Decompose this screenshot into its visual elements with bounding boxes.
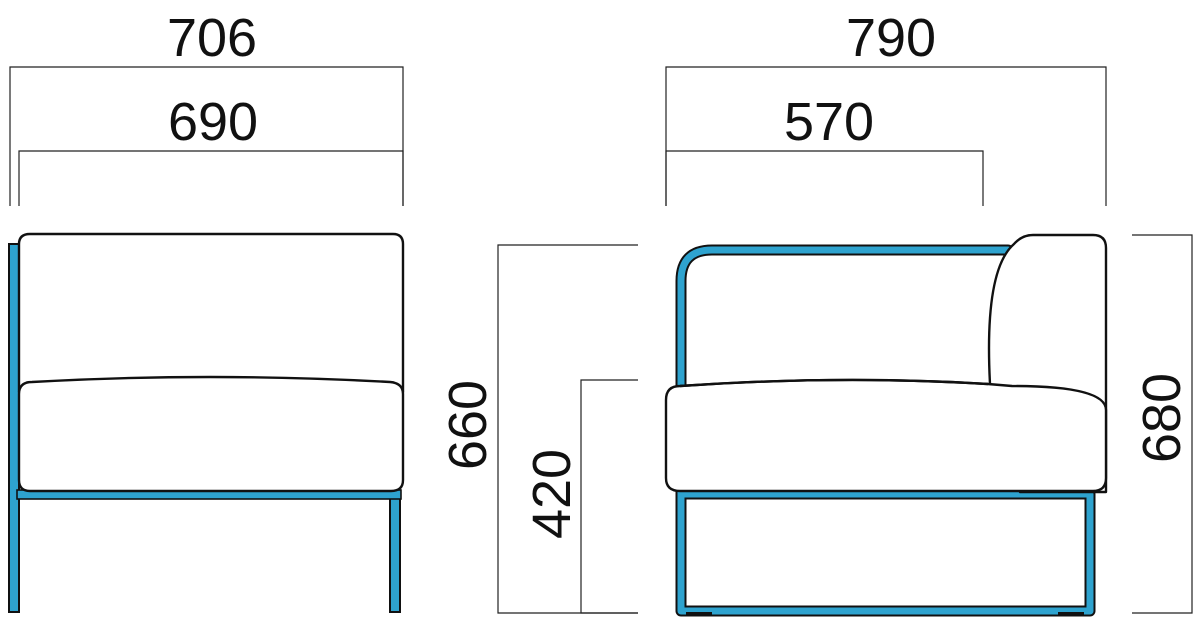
side-total-height-left-bracket	[497, 244, 638, 614]
side-total-height-right-bracket	[1132, 234, 1193, 614]
side-total-height-left-dimension: 660	[438, 244, 638, 614]
side-overall-depth-dimension: 790	[665, 8, 1107, 206]
side-frame-foot-right	[1058, 612, 1084, 616]
front-overall-width-label: 706	[167, 8, 257, 68]
side-total-height-right-dimension: 680	[1132, 234, 1193, 614]
front-seat-width-dimension: 690	[18, 92, 404, 206]
side-seat-depth-dimension: 570	[665, 92, 984, 206]
front-view: 706 690	[8, 8, 405, 613]
front-overall-width-dimension: 706	[9, 8, 404, 206]
front-seat-cushion	[17, 375, 405, 493]
front-seat-width-bracket	[18, 150, 404, 206]
side-frame-foot-left	[686, 612, 712, 616]
front-frame-right-leg	[389, 491, 401, 613]
side-seat-height-dimension: 420	[522, 379, 638, 614]
side-total-height-left-label: 660	[438, 380, 498, 470]
front-seat-width-label: 690	[168, 92, 258, 152]
side-overall-depth-label: 790	[846, 8, 936, 68]
side-seat-cushion	[664, 378, 1108, 493]
side-total-height-right-label: 680	[1132, 373, 1192, 463]
side-view: 790 570 660 420 680	[438, 8, 1193, 617]
side-frame-tube	[677, 246, 1094, 615]
front-frame-left-leg	[8, 243, 20, 613]
side-seat-height-label: 420	[522, 449, 582, 539]
side-frame	[675, 244, 1096, 617]
side-seat-height-bracket	[580, 379, 638, 614]
side-seat-depth-label: 570	[784, 92, 874, 152]
front-overall-width-bracket	[9, 66, 404, 206]
front-back-cushion	[17, 232, 405, 394]
side-seat-top-line	[679, 378, 989, 388]
side-seat-depth-bracket	[665, 150, 984, 206]
side-overall-depth-bracket	[665, 66, 1107, 206]
